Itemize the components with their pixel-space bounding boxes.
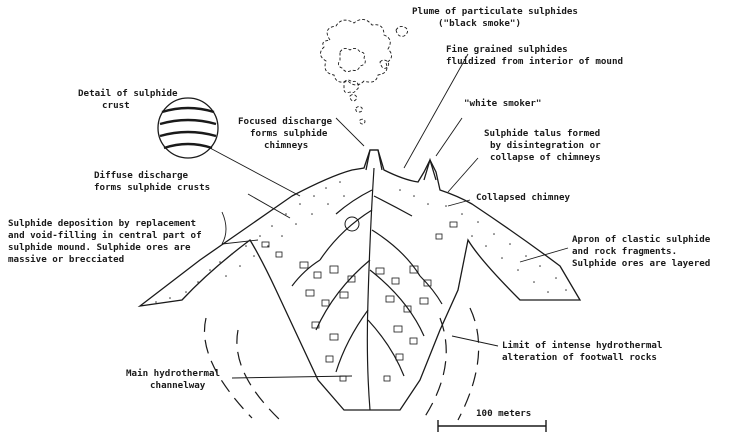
black-smoke-plume [320,19,407,124]
sulphide-chimneys [366,150,436,180]
detail-crust-label-line2: crust [102,100,130,111]
channelway-label-line1: Main hydrothermal [126,368,220,379]
diffuse-discharge-label-line1: Diffuse discharge [94,170,189,181]
deposition-label-line4: massive or brecciated [8,254,124,265]
fine-grained-label-line1: Fine grained sulphides [446,44,568,55]
apron-label-line3: Sulphide ores are layered [572,258,710,269]
collapsed-chimney-label: Collapsed chimney [476,192,571,203]
diffuse-discharge-label-line2: forms sulphide crusts [94,182,210,193]
talus-label-line2: by disintegration or [490,140,601,151]
deposition-label-line1: Sulphide deposition by replacement [8,218,196,229]
scale-bar-label: 100 meters [476,408,531,419]
talus-label-line1: Sulphide talus formed [484,128,600,139]
plume-label-line1: Plume of particulate sulphides [412,6,578,17]
detail-crust-label-line1: Detail of sulphide [78,88,178,99]
deposition-label-line2: and void-filling in central part of [8,230,202,241]
limit-alteration-label-line2: alteration of footwall rocks [502,352,657,363]
white-smoker-label: "white smoker" [464,98,541,109]
scale-bar: 100 meters [438,408,546,432]
fine-grained-label-line2: fluidized from interior of mound [446,56,623,67]
alteration-limit-lines [204,308,478,420]
focused-discharge-label-line3: chimneys [264,140,308,151]
talus-label-line3: collapse of chimneys [490,152,601,163]
breccia-fragments [262,222,457,381]
deposition-label-line3: sulphide mound. Sulphide ores are [8,242,191,253]
apron-label-line2: and rock fragments. [572,246,677,257]
focused-discharge-label-line1: Focused discharge [238,116,333,127]
focused-discharge-label-line2: forms sulphide [250,128,328,139]
plume-label-line2: ("black smoke") [438,18,521,29]
channelway-label-line2: channelway [150,380,206,391]
apron-label-line1: Apron of clastic sulphide [572,234,711,245]
limit-alteration-label-line1: Limit of intense hydrothermal [502,340,662,351]
